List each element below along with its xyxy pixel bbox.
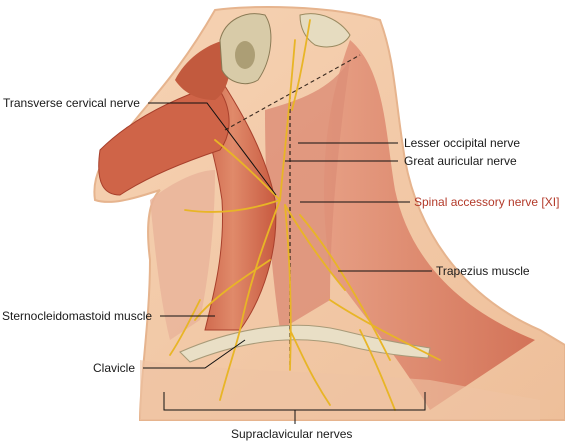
face-muscle-2 — [175, 40, 231, 100]
label-supraclavicular-nerves: Supraclavicular nerves — [231, 427, 353, 441]
submandibular-region — [150, 170, 215, 340]
leader-lines — [143, 102, 432, 424]
label-sternocleidomastoid-muscle: Sternocleidomastoid muscle — [2, 309, 153, 323]
label-clavicle: Clavicle — [93, 361, 136, 375]
label-great-auricular-nerve: Great auricular nerve — [404, 154, 517, 168]
label-lesser-occipital-nerve: Lesser occipital nerve — [404, 136, 521, 150]
label-trapezius-muscle: Trapezius muscle — [436, 264, 530, 278]
label-spinal-accessory-nerve: Spinal accessory nerve [XI] — [414, 195, 560, 209]
skull-bone — [299, 13, 351, 48]
face-muscle — [98, 84, 230, 196]
label-transverse-cervical-nerve: Transverse cervical nerve — [3, 96, 140, 110]
trapezius-shape — [324, 40, 535, 410]
nerves — [169, 19, 441, 411]
chest-skin — [140, 360, 540, 420]
clavicle-bone — [179, 324, 431, 363]
dashed-reference-line-2 — [224, 54, 361, 131]
